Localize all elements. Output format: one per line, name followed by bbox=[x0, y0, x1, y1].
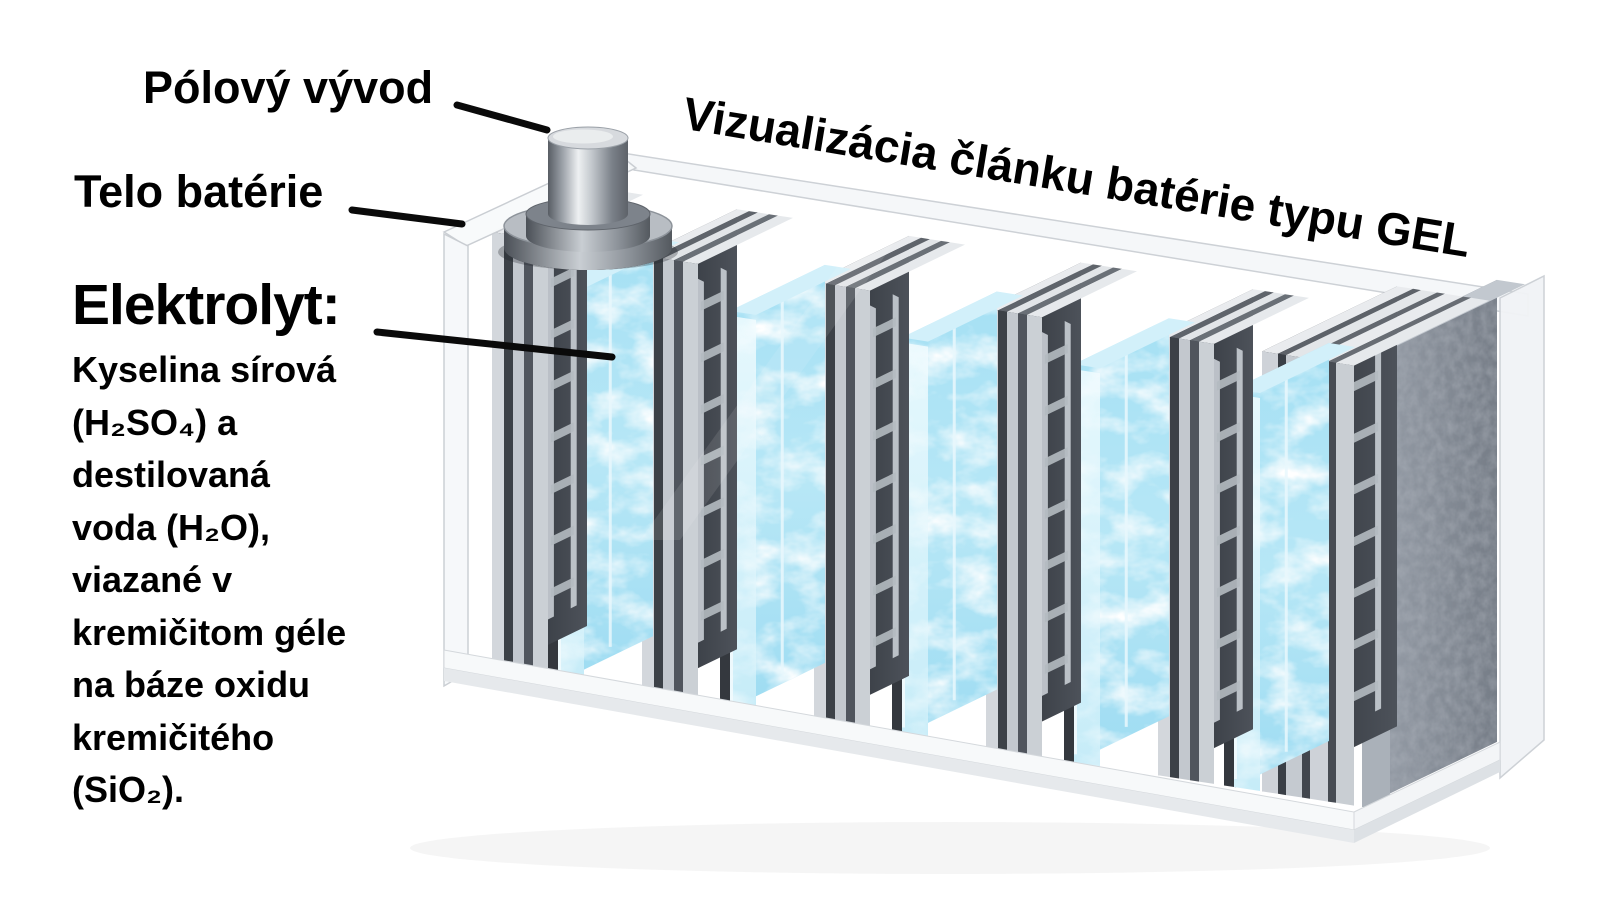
electrolyte-line: na báze oxidu bbox=[72, 664, 311, 705]
electrolyte-line: (H₂SO₄) a bbox=[72, 401, 238, 443]
case-front bbox=[442, 151, 1501, 843]
ground-shadow bbox=[410, 822, 1490, 874]
electrolyte-line: (SiO₂). bbox=[72, 769, 184, 810]
leader-line-terminal bbox=[453, 101, 551, 134]
leader-line-electrolyte bbox=[373, 328, 616, 361]
electrolyte-line: voda (H₂O), bbox=[72, 506, 270, 548]
leader-lines bbox=[348, 101, 616, 361]
case-right-post bbox=[1499, 274, 1545, 780]
label-terminal: Pólový vývod bbox=[143, 62, 434, 113]
electrolyte-description: Kyselina sírová (H₂SO₄) a destilovaná vo… bbox=[72, 344, 346, 817]
case-tray-edge-right bbox=[1354, 760, 1500, 843]
case-tray-edge bbox=[444, 668, 1354, 843]
label-electrolyte-heading: Elektrolyt: bbox=[72, 273, 341, 337]
gel-slab bbox=[1064, 318, 1195, 767]
case-back bbox=[613, 150, 1545, 780]
leader-line-body bbox=[348, 206, 466, 228]
electrolyte-line: viazané v bbox=[72, 559, 233, 600]
case-left-wall bbox=[443, 232, 469, 688]
gel-slab bbox=[1224, 343, 1355, 791]
electrolyte-line: kremičitého bbox=[72, 716, 275, 758]
glass-sheen bbox=[640, 235, 900, 540]
electrolyte-line: kremičitom géle bbox=[72, 611, 347, 653]
electrolyte-line: Kyselina sírová bbox=[72, 349, 337, 390]
electrolyte-line: destilovaná bbox=[72, 454, 271, 495]
label-battery-body: Telo batérie bbox=[74, 166, 324, 217]
terminal-post bbox=[498, 126, 678, 270]
